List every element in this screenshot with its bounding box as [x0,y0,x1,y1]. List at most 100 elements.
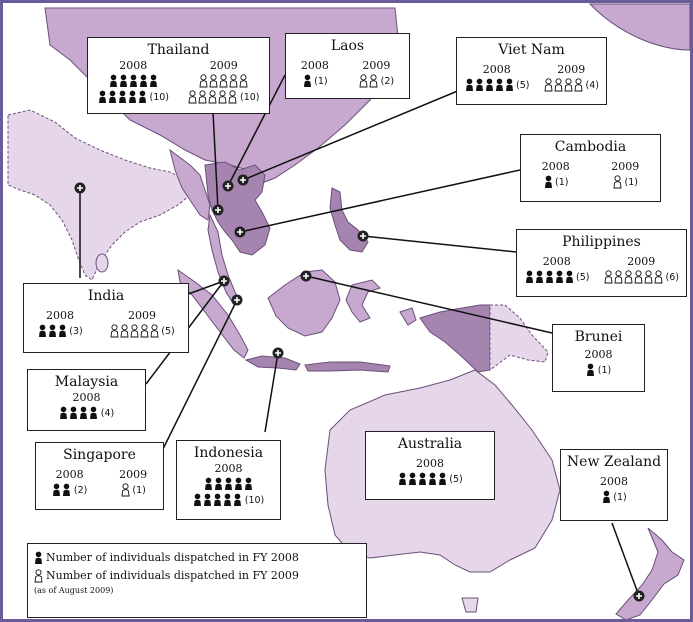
year-column-2008: 2008 (3) [37,309,83,338]
filled-person-icon [204,493,212,506]
pin-icon [300,270,312,282]
filled-person-icon [544,175,552,188]
box-australia: Australia 2008(5) [365,431,495,500]
icon-row: (1) [543,175,568,189]
year-label: 2008 [542,255,571,268]
year-columns: 2008(4) [28,391,145,420]
filled-person-icon [475,78,483,91]
year-label: 2008 [55,468,84,481]
outlined-person-icon [218,90,227,104]
year-column-2008: 2008(10) [97,59,169,104]
indochina-landmass [204,161,271,256]
filled-person-icon [38,324,46,337]
icon-row: (1) [613,175,638,189]
year-label: 2008 [119,59,148,72]
year-label: 2009 [209,59,238,72]
box-malaysia: Malaysia 2008(4) [27,369,146,431]
outlined-person-icon [564,78,573,92]
outlined-person-icon [613,175,622,189]
year-column-2009: 2009(10) [188,59,260,104]
vietnam-connector [242,89,461,181]
outlined-person-icon [604,270,613,284]
year-column-2009: 2009(2) [359,59,394,88]
country-name: Australia [397,436,463,452]
year-label: 2008 [600,475,628,488]
pin-icon [357,230,369,242]
outlined-person-icon [34,569,43,583]
filled-person-icon [234,493,242,506]
filled-person-icon [109,74,117,87]
pin-icon [231,294,243,306]
outlined-person-icon [359,74,368,88]
year-label: 2008 [541,160,570,173]
country-name: Laos [330,38,365,54]
outlined-person-icon [544,78,553,92]
outlined-person-icon [239,74,248,88]
year-label: 2009 [557,63,586,76]
legend-row-2008: Number of individuals dispatched in FY 2… [34,549,360,567]
icon-row [108,74,158,88]
filled-person-icon [80,406,88,419]
pin-icon [633,590,645,602]
tasmania-island [461,597,479,613]
filled-person-icon [535,270,543,283]
country-name: Cambodia [554,139,627,155]
person-count: (2) [73,484,88,496]
icon-row: (1) [601,490,627,504]
outlined-person-icon [554,78,563,92]
year-column-2009: 2009(5) [109,309,175,338]
year-column-2008: 2008(4) [59,391,114,420]
year-label: 2008 [46,309,74,322]
icon-row: (3) [37,324,83,338]
filled-person-icon [138,90,146,103]
country-name: Brunei [574,329,623,345]
outlined-person-icon [624,270,633,284]
year-columns: 2008(5) [366,457,494,486]
java-island [244,355,301,371]
country-name: Philippines [562,234,641,250]
filled-person-icon [53,483,61,496]
filled-person-icon [119,74,127,87]
legend-label-2009: Number of individuals dispatched in FY 2… [46,569,299,582]
year-label: 2008 [482,63,511,76]
outlined-person-icon [654,270,663,284]
box-vietnam: Viet Nam 2008 (5) 2009 (4) [456,37,607,105]
lesser-sunda-islands [304,361,391,373]
country-name: Malaysia [54,374,119,390]
box-cambodia: Cambodia 2008(1)2009(1) [520,134,661,202]
year-column-2008: 2008(1) [585,348,613,377]
pin-icon [212,204,224,216]
year-columns: 2008(10) [177,462,280,507]
filled-person-icon [555,270,563,283]
person-count: (1) [613,491,627,503]
pin-icon [234,226,246,238]
country-name: Viet Nam [498,42,565,58]
person-count: (1) [597,364,612,376]
person-count: (4) [100,407,115,419]
box-india: India 2008(3)2009(5) [23,283,189,353]
box-singapore: Singapore 2008(2)2009(1) [35,442,164,510]
filled-person-icon [505,78,513,91]
filled-person-icon [90,406,98,419]
person-count: (5) [516,79,530,91]
legend: Number of individuals dispatched in FY 2… [27,543,367,618]
filled-person-icon [565,270,573,283]
year-columns: 2008(2)2009(1) [36,468,163,497]
box-indonesia: Indonesia 2008(10) [176,440,281,520]
outlined-person-icon [644,270,653,284]
icon-row: (4) [544,78,599,92]
icon-row [199,74,249,88]
filled-person-icon [48,324,56,337]
person-count: (5) [161,325,175,337]
year-column-2009: 2009 (4) [544,63,599,92]
year-columns: 2008(1)2009(2) [286,59,409,88]
myanmar-landmass [169,148,211,221]
filled-person-icon [418,472,426,485]
icon-row: (4) [59,406,114,420]
brunei-connector [305,275,553,334]
filled-person-icon [438,472,446,485]
outlined-person-icon [110,324,119,338]
box-brunei: Brunei 2008(1) [552,324,645,392]
pin-icon [74,182,86,194]
